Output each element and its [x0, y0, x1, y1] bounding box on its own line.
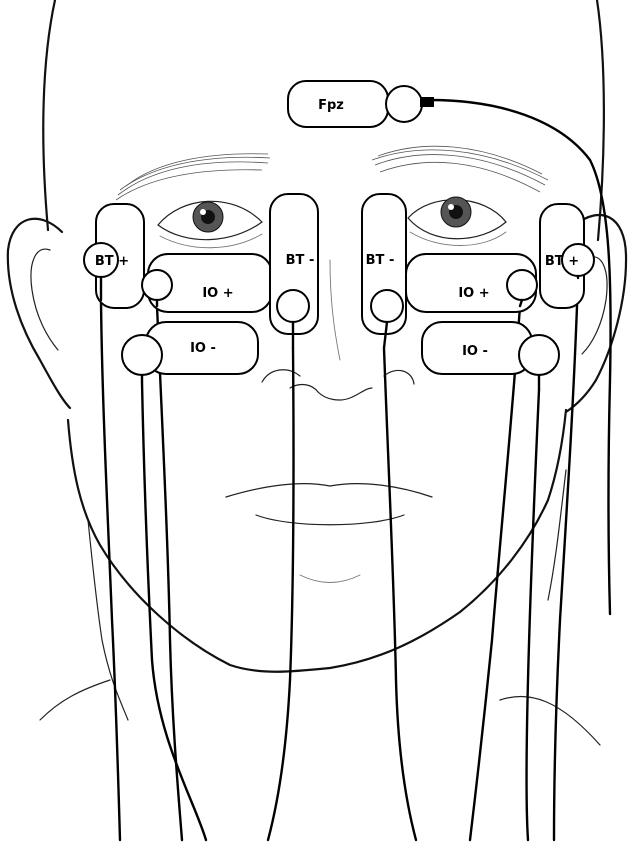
- ear-left: [8, 219, 70, 408]
- io-plus-left-label: IO +: [202, 286, 233, 301]
- bt-minus-left-electrode: BT -: [270, 194, 318, 348]
- io-minus-right-electrode: IO -: [422, 322, 559, 390]
- io-minus-left-electrode: IO -: [122, 322, 258, 382]
- shoulder-right: [500, 696, 600, 745]
- eyebrow-right: [372, 146, 548, 192]
- mouth: [226, 484, 432, 497]
- io-minus-left-label: IO -: [190, 341, 216, 356]
- fpz-electrode: Fpz: [288, 81, 434, 127]
- nose-bridge: [330, 260, 340, 360]
- eye-right: [408, 197, 506, 246]
- nose: [262, 370, 414, 400]
- fpz-label: Fpz: [318, 98, 344, 113]
- ear-left-inner: [31, 249, 58, 350]
- electrode-wires: [101, 100, 611, 840]
- shoulder-left: [40, 680, 110, 720]
- eyebrow-left: [116, 154, 270, 200]
- bt-minus-left-label: BT -: [286, 253, 315, 268]
- io-plus-right-label: IO +: [458, 286, 489, 301]
- bt-minus-right-label: BT -: [366, 253, 395, 268]
- io-plus-right-electrode: IO +: [406, 254, 537, 312]
- bt-plus-left-electrode: BT +: [84, 204, 144, 308]
- chin-crease: [300, 575, 360, 583]
- bt-plus-right-electrode: BT +: [540, 204, 594, 308]
- eye-left: [158, 201, 262, 247]
- io-plus-left-electrode: IO +: [142, 254, 272, 312]
- bt-plus-left-label: BT +: [95, 254, 129, 269]
- bt-minus-right-electrode: BT -: [362, 194, 406, 348]
- lower-lip: [256, 515, 404, 525]
- io-minus-right-label: IO -: [462, 344, 488, 359]
- bt-plus-right-label: BT +: [545, 254, 579, 269]
